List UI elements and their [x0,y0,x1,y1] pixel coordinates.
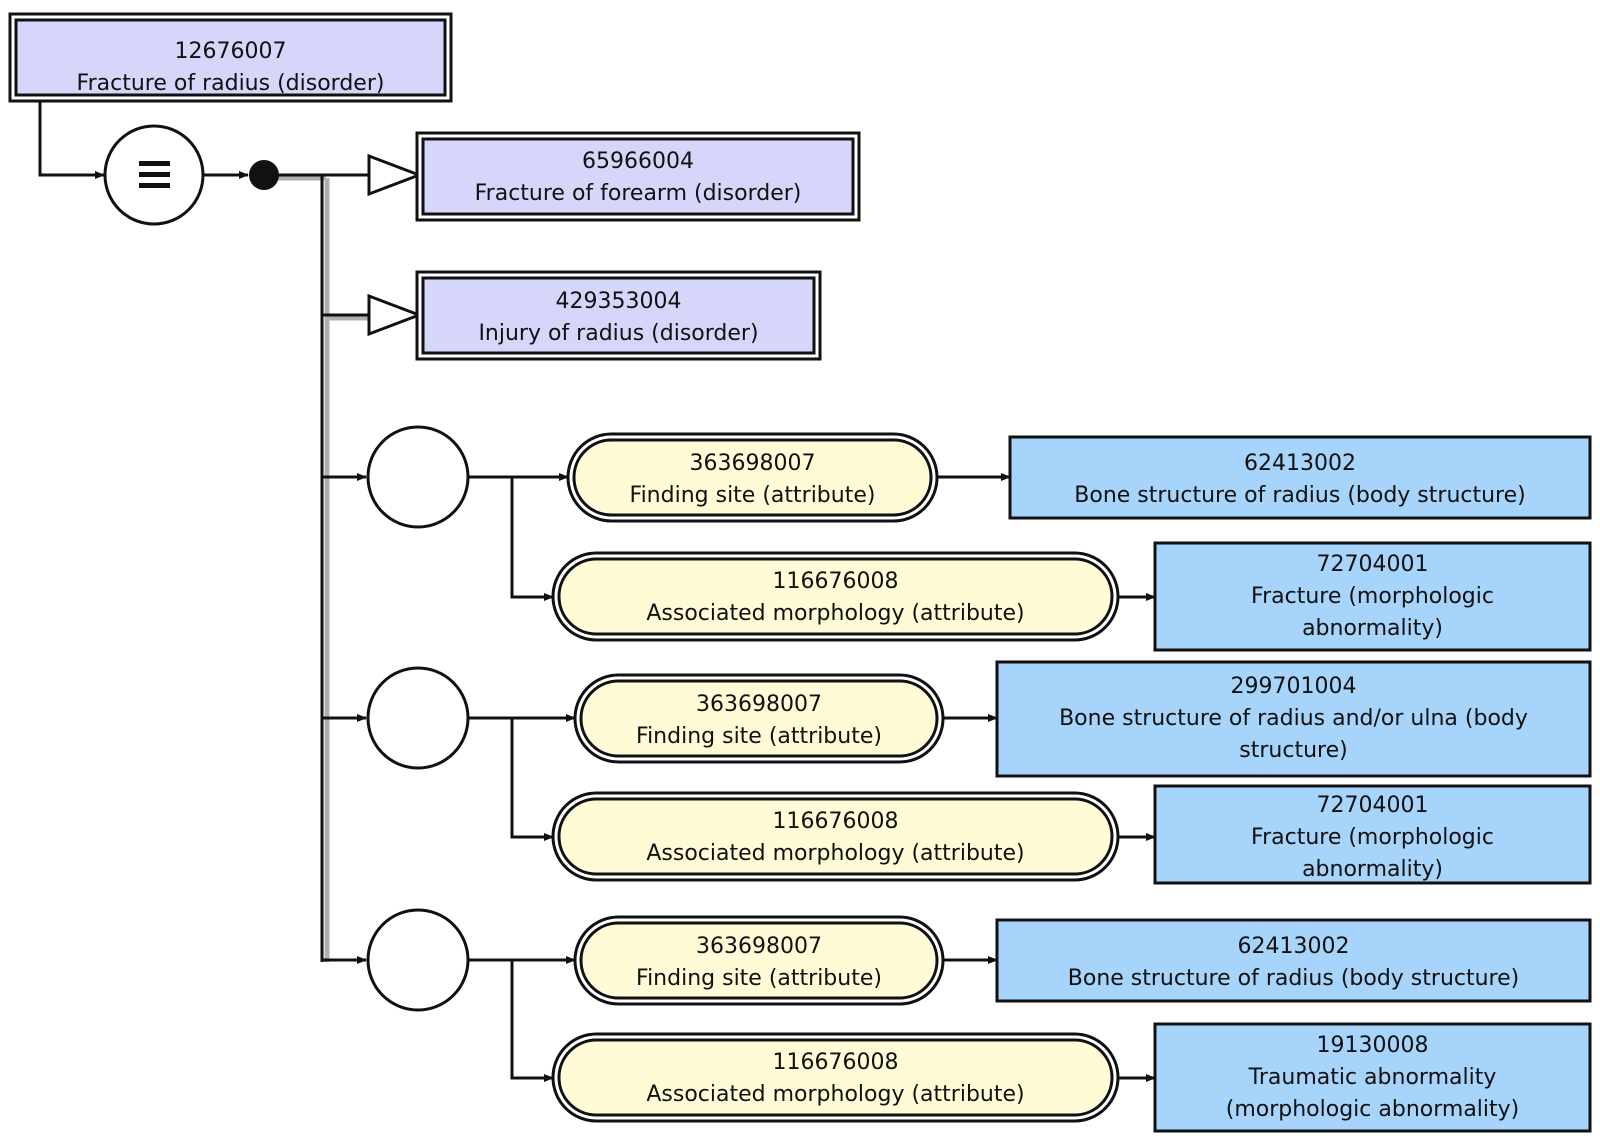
connectors [38,101,1156,1082]
role-group-circle [366,425,470,529]
value-concept-id: 299701004 [1231,674,1357,699]
value-concept-label: Bone structure of radius and/or ulna (bo… [1059,706,1528,731]
attribute-value-box[interactable]: 72704001 Fracture (morphologic abnormali… [1153,541,1592,652]
attribute-label: Associated morphology (attribute) [646,601,1024,626]
attribute-pill[interactable]: 363698007 Finding site (attribute) [573,673,945,764]
parent-concept-box[interactable]: 429353004 Injury of radius (disorder) [415,270,822,361]
attribute-id: 116676008 [773,809,899,834]
value-concept-label: abnormality) [1302,616,1443,641]
value-concept-label: Fracture (morphologic [1251,825,1494,850]
attribute-label: Associated morphology (attribute) [646,1082,1024,1107]
attribute-id: 116676008 [773,569,899,594]
parent-concept-box[interactable]: 65966004 Fracture of forearm (disorder) [415,131,861,222]
attribute-id: 363698007 [696,692,822,717]
conjunction-dot [249,160,279,190]
attribute-value-box[interactable]: 299701004 Bone structure of radius and/o… [995,660,1592,778]
parent-concept-id: 429353004 [556,289,682,314]
attribute-id: 116676008 [773,1050,899,1075]
root-concept-id: 12676007 [175,39,287,64]
attribute-pill[interactable]: 363698007 Finding site (attribute) [566,432,939,523]
root-concept-box[interactable]: 12676007 Fracture of radius (disorder) [8,12,453,103]
value-concept-label: structure) [1239,738,1347,763]
definition-status-circle [103,124,205,226]
attribute-label: Finding site (attribute) [636,724,882,749]
parent-concept-label: Injury of radius (disorder) [478,321,758,346]
isa-arrow-1 [367,153,424,197]
attribute-pill[interactable]: 116676008 Associated morphology (attribu… [551,551,1120,642]
attribute-value-box[interactable]: 62413002 Bone structure of radius (body … [995,918,1592,1003]
role-group-circle [366,908,470,1012]
attribute-id: 363698007 [696,934,822,959]
root-concept-label: Fracture of radius (disorder) [77,71,385,96]
value-concept-label: Bone structure of radius (body structure… [1074,483,1525,508]
attribute-label: Finding site (attribute) [636,966,882,991]
value-concept-id: 62413002 [1244,451,1356,476]
value-concept-id: 62413002 [1238,934,1350,959]
attribute-label: Associated morphology (attribute) [646,841,1024,866]
value-concept-label: abnormality) [1302,857,1443,882]
attribute-pill[interactable]: 116676008 Associated morphology (attribu… [551,791,1120,882]
attribute-value-box[interactable]: 72704001 Fracture (morphologic abnormali… [1153,784,1592,885]
attribute-label: Finding site (attribute) [630,483,876,508]
parent-concept-label: Fracture of forearm (disorder) [475,181,802,206]
value-concept-label: Bone structure of radius (body structure… [1068,966,1519,991]
parent-concept-id: 65966004 [582,149,694,174]
value-concept-id: 72704001 [1317,552,1429,577]
value-concept-id: 19130008 [1317,1033,1429,1058]
attribute-pill[interactable]: 116676008 Associated morphology (attribu… [551,1032,1120,1123]
role-group-circle [366,666,470,770]
value-concept-label: Traumatic abnormality [1248,1065,1497,1090]
value-concept-id: 72704001 [1317,793,1429,818]
attribute-value-box[interactable]: 19130008 Traumatic abnormality (morpholo… [1153,1022,1592,1133]
attribute-value-box[interactable]: 62413002 Bone structure of radius (body … [1008,435,1592,520]
attribute-pill[interactable]: 363698007 Finding site (attribute) [573,915,945,1006]
value-concept-label: (morphologic abnormality) [1226,1097,1520,1122]
connector-shadows [264,175,372,962]
isa-arrow-2 [367,293,424,337]
value-concept-label: Fracture (morphologic [1251,584,1494,609]
attribute-id: 363698007 [690,451,816,476]
